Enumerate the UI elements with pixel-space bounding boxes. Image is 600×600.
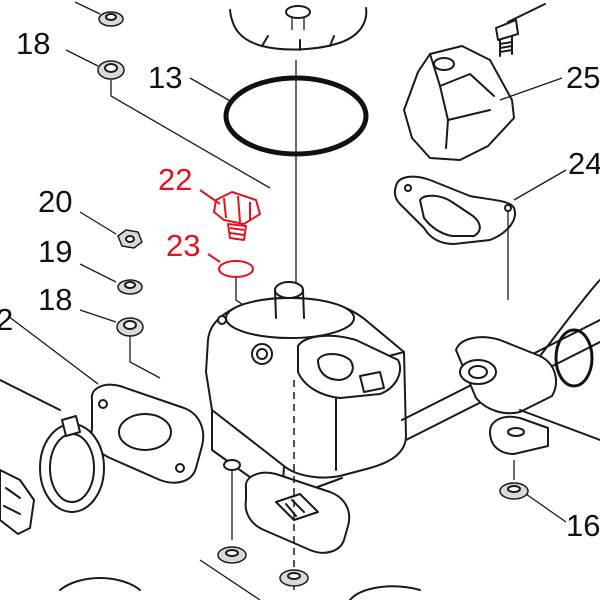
callout-23: 23	[166, 228, 200, 263]
water-pump-housing	[90, 281, 600, 590]
callout-18-upper: 18	[16, 26, 50, 61]
callout-22: 22	[158, 162, 192, 197]
callout-12: 2	[0, 302, 13, 337]
part-19-washer	[79, 263, 143, 295]
callout-19: 19	[38, 234, 72, 269]
part-20-nut	[79, 211, 143, 249]
part-22-drain-plug	[199, 189, 261, 241]
callout-18-lower: 18	[38, 282, 72, 317]
part-25-thermostat-cover	[403, 3, 563, 161]
callout-16: 16	[566, 508, 600, 543]
part-18-upper-washer	[65, 49, 271, 189]
right-pipe-elbow	[455, 279, 600, 455]
callout-25: 25	[566, 60, 600, 95]
callout-24: 24	[568, 146, 600, 181]
callout-labels: 18 13 25 24 22 23 20 19 18 2 16	[0, 26, 600, 543]
part-18-lower-washer	[79, 309, 161, 379]
part-16-washer	[499, 460, 567, 523]
lower-washers	[59, 546, 421, 600]
washer-part	[74, 1, 124, 27]
left-hose-clamp	[0, 315, 105, 535]
part-24-gasket	[393, 169, 567, 300]
callout-20: 20	[38, 184, 72, 219]
part-13-o-ring	[189, 60, 369, 320]
upper-housing-part	[229, 5, 368, 51]
callout-13: 13	[148, 60, 182, 95]
